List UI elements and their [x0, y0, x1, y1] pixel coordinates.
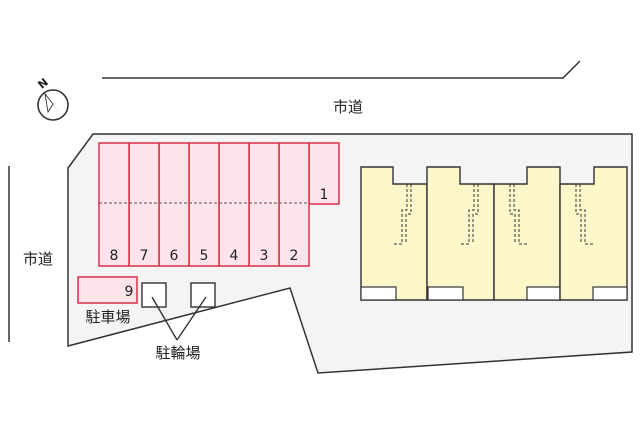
bicycle-parking-box-1 [141, 282, 167, 308]
parking-space-7: 7 [128, 142, 160, 267]
parking-space-label: 2 [290, 248, 299, 264]
parking-space-2: 2 [278, 142, 310, 267]
building-unit-2 [426, 166, 495, 301]
parking-space-1: 1 [308, 142, 340, 205]
building-unit-1 [360, 166, 428, 301]
parking-space-9: 9 [77, 276, 138, 304]
building-unit-4 [559, 166, 628, 301]
road-label-top: 市道 [333, 98, 363, 116]
compass-label: N [36, 76, 51, 92]
parking-space-label: 5 [200, 248, 209, 264]
parking-space-label: 6 [170, 248, 179, 264]
bicycle-parking-label: 駐輪場 [155, 344, 200, 362]
parking-area: 1 2 3 4 5 6 7 8 [98, 142, 340, 267]
parking-space-label: 9 [125, 284, 134, 300]
building-dashed-partitions [394, 184, 593, 245]
road-edge-top [102, 60, 581, 79]
bicycle-parking-box-2 [190, 282, 216, 308]
parking-space-6: 6 [158, 142, 190, 267]
building-row [360, 166, 628, 301]
parking-label: 駐車場 [85, 308, 130, 326]
bicycle-leader-lines [151, 296, 207, 341]
parking-space-5: 5 [188, 142, 220, 267]
road-label-left: 市道 [23, 250, 53, 268]
north-arrow-icon: N [36, 76, 69, 121]
parking-space-label: 3 [260, 248, 269, 264]
parking-space-label: 8 [110, 248, 119, 264]
parking-space-4: 4 [218, 142, 250, 267]
parking-space-8: 8 [98, 142, 130, 267]
parking-space-label: 7 [140, 248, 149, 264]
parking-space-3: 3 [248, 142, 280, 267]
building-unit-3 [493, 166, 561, 301]
parking-space-label: 1 [320, 187, 329, 203]
parking-space-label: 4 [230, 248, 239, 264]
